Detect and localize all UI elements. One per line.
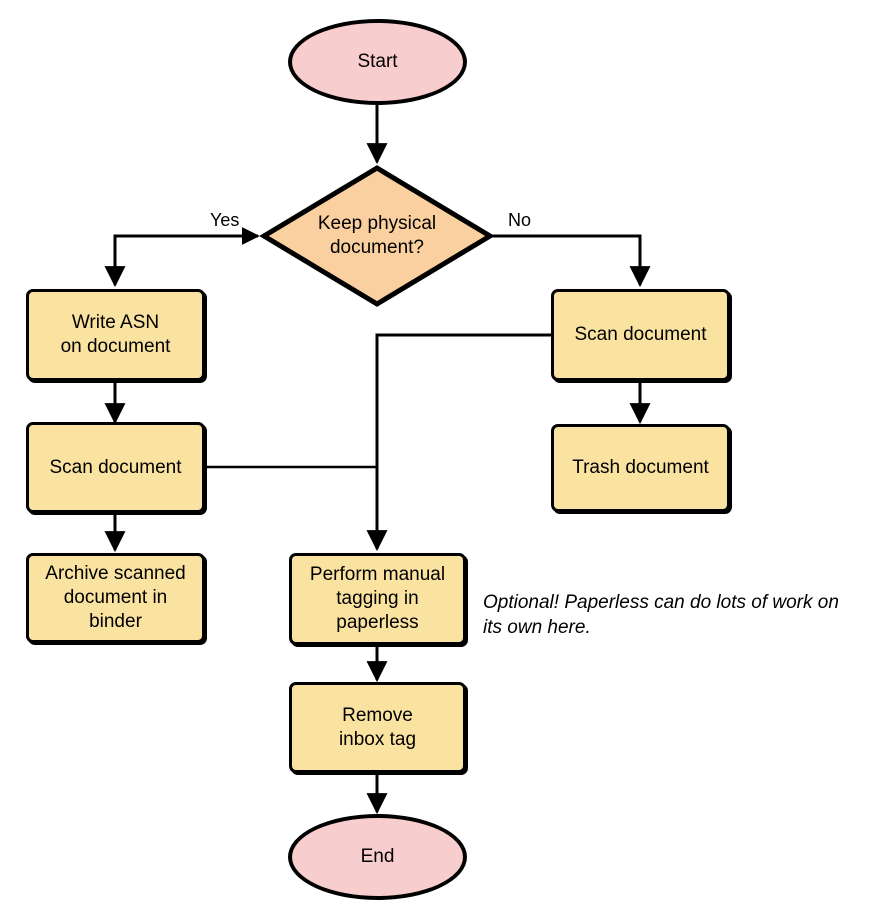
node-trash-document-label: Trash document xyxy=(572,457,709,478)
edge-label-no: No xyxy=(508,210,532,230)
node-tagging-label-line2: tagging in xyxy=(336,588,419,609)
node-scan-document-left-label: Scan document xyxy=(49,456,182,478)
node-decision-label-line2: document? xyxy=(329,237,424,258)
node-trash-document[interactable]: Trash document xyxy=(551,424,730,512)
node-end[interactable]: End xyxy=(288,814,467,900)
edge-scan-right-to-tagging xyxy=(366,333,551,552)
node-archive-label-line2: document in xyxy=(63,587,168,608)
decision-diamond-shape xyxy=(259,165,495,307)
node-write-asn-label-line1: Write ASN xyxy=(71,312,160,333)
annotation-optional-note-line2: its own here. xyxy=(483,617,591,638)
node-start[interactable]: Start xyxy=(288,19,467,105)
node-remove-inbox-label: Remove inbox tag xyxy=(339,704,416,752)
node-end-label: End xyxy=(360,846,395,867)
node-write-asn-on-document[interactable]: Write ASN on document xyxy=(26,289,205,381)
node-write-asn-label-line2: on document xyxy=(60,336,171,357)
node-decision-label: Keep physical document? xyxy=(318,212,436,260)
annotation-optional-note: Optional! Paperless can do lots of work … xyxy=(483,590,883,640)
node-scan-document-left[interactable]: Scan document xyxy=(26,422,205,513)
edge-decision-yes-to-write-asn xyxy=(104,227,260,288)
node-perform-manual-tagging[interactable]: Perform manual tagging in paperless xyxy=(289,553,466,645)
node-archive-label: Archive scanned document in binder xyxy=(45,562,185,634)
node-tagging-label: Perform manual tagging in paperless xyxy=(310,563,445,635)
node-remove-inbox-tag[interactable]: Remove inbox tag xyxy=(289,682,466,773)
node-archive-scanned-document[interactable]: Archive scanned document in binder xyxy=(26,553,205,643)
node-tagging-label-line1: Perform manual xyxy=(309,564,446,585)
node-start-label: Start xyxy=(357,51,398,72)
node-decision-label-line1: Keep physical xyxy=(317,213,437,234)
node-remove-inbox-label-line2: inbox tag xyxy=(338,728,417,750)
edge-label-yes: Yes xyxy=(210,210,240,230)
node-scan-document-right-label: Scan document xyxy=(574,324,707,345)
annotation-optional-note-line1: Optional! Paperless can do lots of work … xyxy=(483,592,839,613)
node-archive-label-line3: binder xyxy=(89,611,142,632)
node-write-asn-label: Write ASN on document xyxy=(61,311,171,359)
edge-decision-no-to-scan-right xyxy=(493,234,651,288)
node-archive-label-line1: Archive scanned xyxy=(45,563,186,584)
node-tagging-label-line3: paperless xyxy=(336,612,419,633)
node-decision-keep-physical-document[interactable]: Keep physical document? xyxy=(277,196,477,276)
node-remove-inbox-label-line1: Remove xyxy=(342,704,413,726)
node-scan-document-right[interactable]: Scan document xyxy=(551,289,730,381)
